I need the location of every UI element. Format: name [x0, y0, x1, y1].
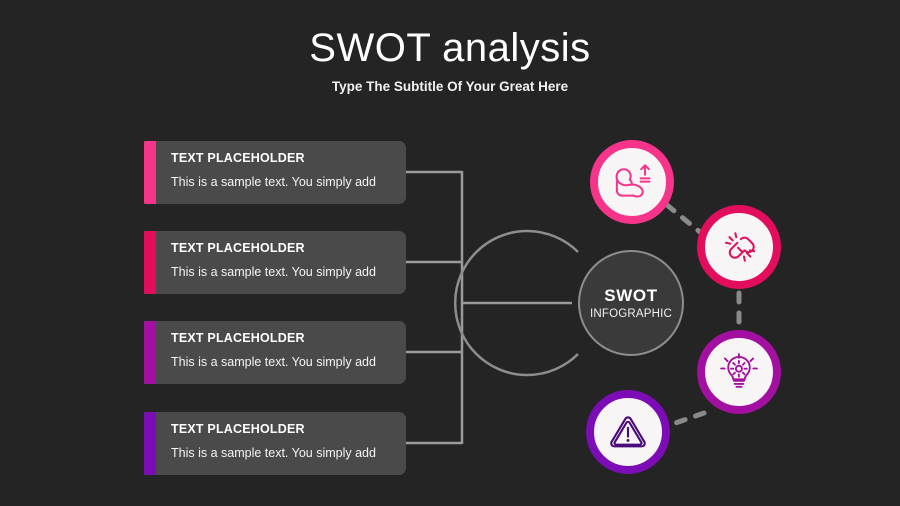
card-heading-3: TEXT PLACEHOLDER: [171, 331, 305, 345]
swot-hub[interactable]: SWOT INFOGRAPHIC: [578, 250, 684, 356]
card-text-2: This is a sample text. You simply add: [171, 265, 376, 279]
accent-bar-3: [144, 321, 156, 384]
accent-bar-1: [144, 141, 156, 204]
warning-triangle-icon: [610, 416, 646, 448]
icon-bubble-opportunities[interactable]: [697, 330, 781, 414]
card-heading-1: TEXT PLACEHOLDER: [171, 151, 305, 165]
page-subtitle: Type The Subtitle Of Your Great Here: [331, 79, 569, 94]
text-card-4[interactable]: TEXT PLACEHOLDER This is a sample text. …: [144, 412, 406, 475]
icon-bubble-strengths[interactable]: [590, 140, 674, 224]
card-body-2: TEXT PLACEHOLDER This is a sample text. …: [171, 240, 398, 281]
hub-subtitle: INFOGRAPHIC: [589, 307, 673, 320]
muscle-arm-icon: [615, 164, 651, 198]
card-body-1: TEXT PLACEHOLDER This is a sample text. …: [171, 150, 398, 191]
card-body-4: TEXT PLACEHOLDER This is a sample text. …: [171, 421, 398, 462]
card-text-4: This is a sample text. You simply add: [171, 446, 376, 460]
text-card-3[interactable]: TEXT PLACEHOLDER This is a sample text. …: [144, 321, 406, 384]
card-text-3: This is a sample text. You simply add: [171, 355, 376, 369]
icon-bubble-threats[interactable]: [586, 390, 670, 474]
hub-title: SWOT: [604, 285, 658, 305]
accent-bar-4: [144, 412, 156, 475]
text-card-2[interactable]: TEXT PLACEHOLDER This is a sample text. …: [144, 231, 406, 294]
text-card-1[interactable]: TEXT PLACEHOLDER This is a sample text. …: [144, 141, 406, 204]
card-text-1: This is a sample text. You simply add: [171, 175, 376, 189]
icon-bubble-weaknesses[interactable]: [697, 205, 781, 289]
card-heading-4: TEXT PLACEHOLDER: [171, 422, 305, 436]
broken-chain-icon: [724, 232, 756, 262]
lightbulb-gear-icon: [720, 353, 758, 388]
page-title: SWOT analysis: [309, 26, 591, 70]
card-heading-2: TEXT PLACEHOLDER: [171, 241, 305, 255]
card-body-3: TEXT PLACEHOLDER This is a sample text. …: [171, 330, 398, 371]
accent-bar-2: [144, 231, 156, 294]
